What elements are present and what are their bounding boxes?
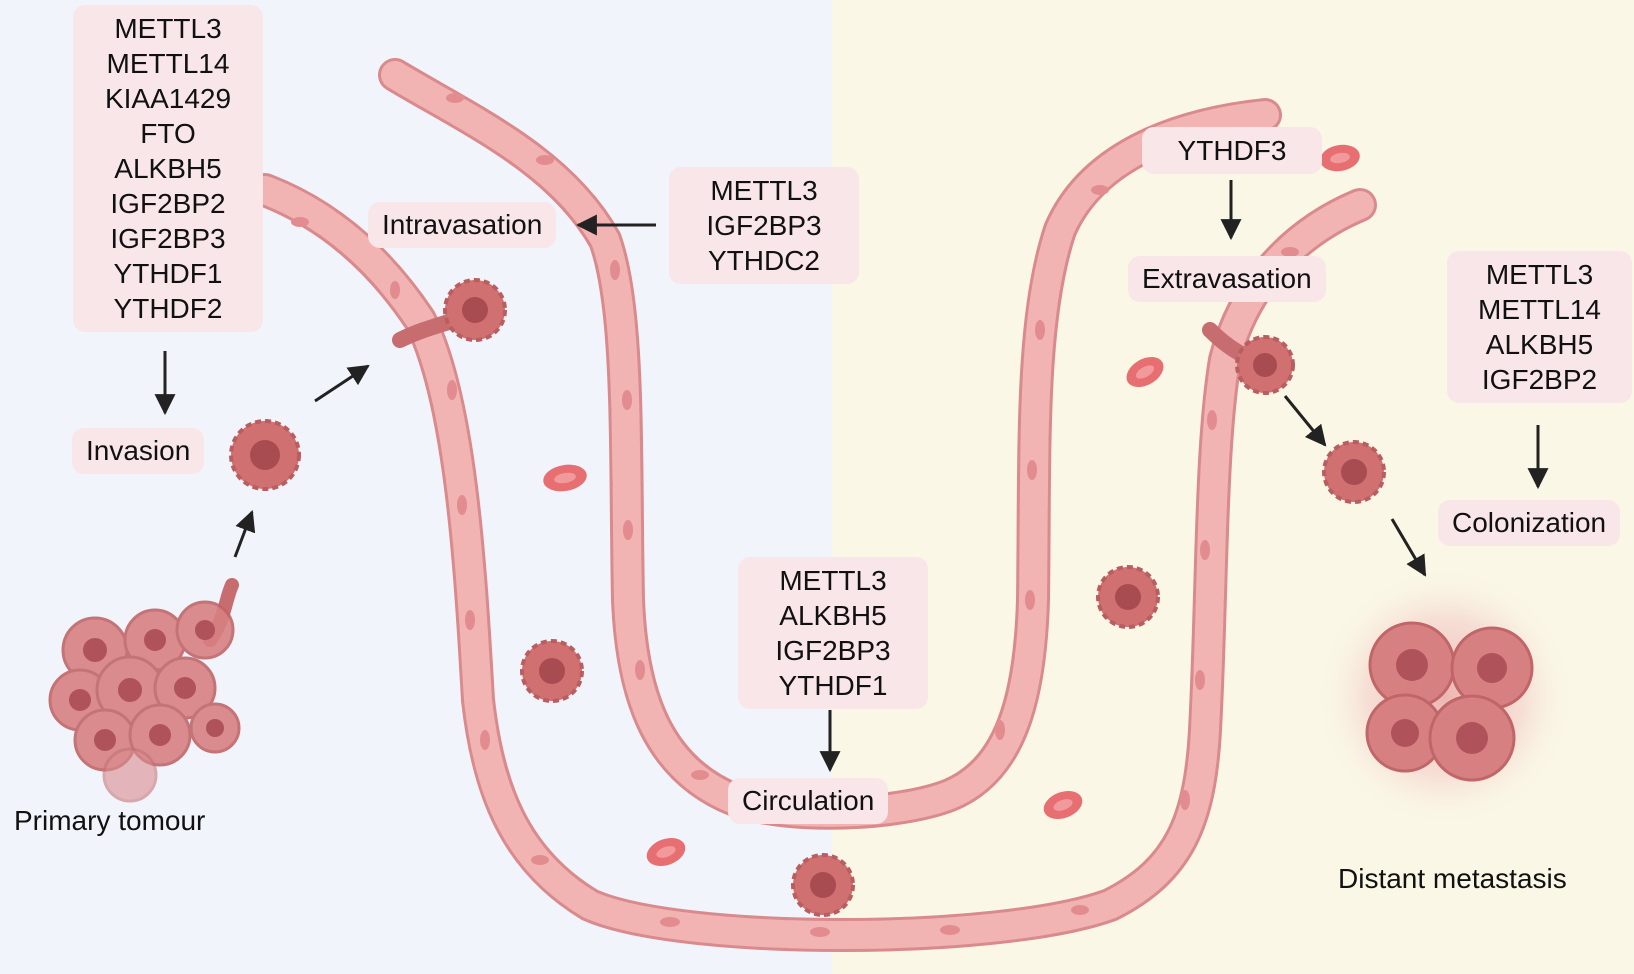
vessel-outer bbox=[248, 173, 1377, 952]
arrow-extravasated-cell-to-cell bbox=[1283, 395, 1327, 447]
distant-metastasis-caption: Distant metastasis bbox=[1338, 863, 1567, 894]
gene-label: YTHDF3 bbox=[1177, 135, 1287, 166]
tumour-cells bbox=[229, 278, 1386, 917]
arrow-tumour-to-invasive-cell bbox=[233, 510, 256, 558]
gene-label: IGF2BP3 bbox=[110, 223, 226, 254]
primary-tumour-cluster bbox=[48, 578, 241, 803]
arrow-invasive-cell-to-vessel bbox=[314, 364, 370, 403]
invasion-label: Invasion bbox=[72, 428, 205, 474]
distant-metastasis-cluster bbox=[1315, 567, 1575, 827]
gene-label: METTL3 bbox=[1485, 259, 1594, 290]
gene-label: YTHDC2 bbox=[707, 245, 820, 276]
gene-label: ALKBH5 bbox=[1485, 329, 1594, 360]
intravasation-label: Intravasation bbox=[368, 202, 557, 248]
gene-label: IGF2BP2 bbox=[1481, 364, 1598, 395]
gene-label: METTL3 bbox=[779, 565, 887, 596]
gene-label: IGF2BP3 bbox=[775, 635, 891, 666]
extravasation-label: Extravasation bbox=[1128, 256, 1326, 302]
flow-arrows bbox=[154, 180, 1549, 773]
gene-label: IGF2BP3 bbox=[706, 210, 822, 241]
arrow-cell-to-metastasis bbox=[1390, 518, 1427, 577]
colonization-label: Colonization bbox=[1438, 500, 1621, 546]
gene-label: YTHDF1 bbox=[113, 258, 223, 289]
circulation-label: Circulation bbox=[728, 778, 889, 824]
primary-tumour-caption: Primary tomour bbox=[14, 805, 206, 836]
gene-label: YTHDF2 bbox=[113, 293, 223, 324]
gene-label: YTHDF1 bbox=[778, 670, 888, 701]
gene-label: ALKBH5 bbox=[114, 153, 222, 184]
gene-label: METTL14 bbox=[1478, 294, 1601, 325]
gene-label: METTL3 bbox=[710, 175, 818, 206]
gene-label: FTO bbox=[140, 118, 196, 149]
gene-label: METTL14 bbox=[106, 48, 230, 79]
gene-label: METTL3 bbox=[114, 13, 222, 44]
gene-label: ALKBH5 bbox=[779, 600, 887, 631]
extravasation-gene-box: YTHDF3 bbox=[1142, 127, 1322, 174]
gene-label: IGF2BP2 bbox=[110, 188, 226, 219]
endothelial-nuclei bbox=[291, 93, 1299, 937]
gene-label: KIAA1429 bbox=[104, 83, 232, 114]
